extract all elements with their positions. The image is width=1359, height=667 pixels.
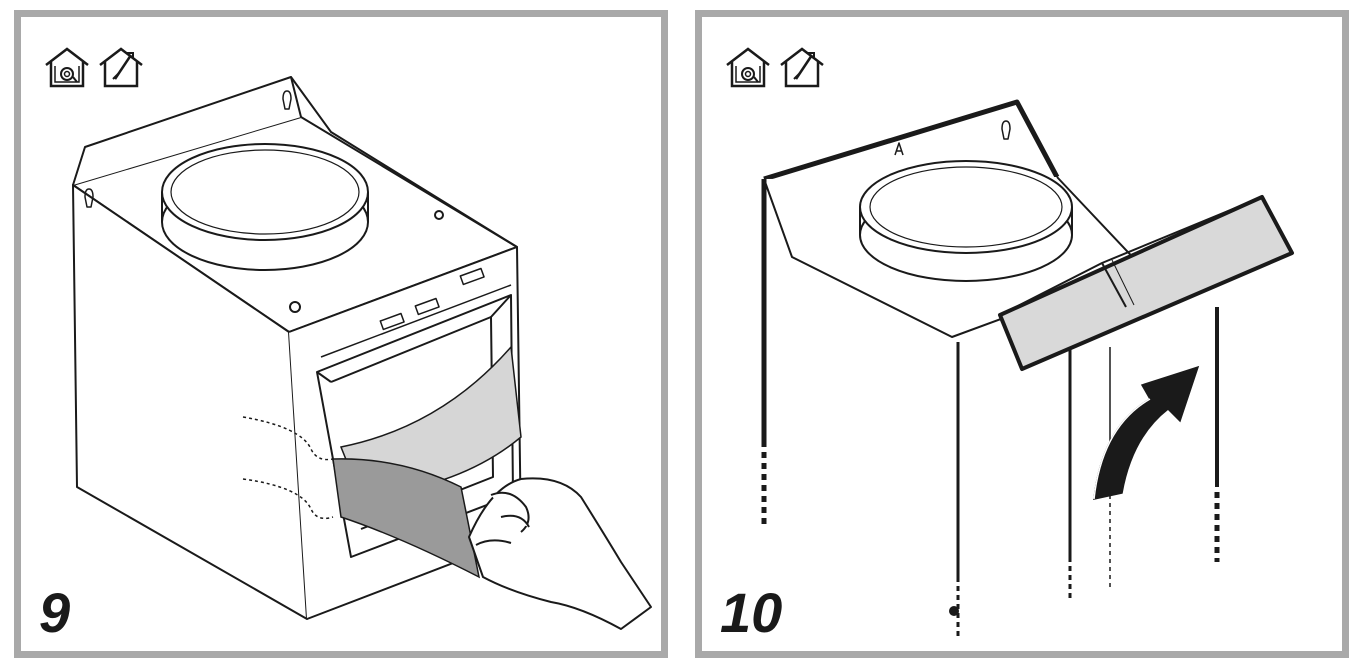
recirculation-mode-icon <box>726 47 770 88</box>
step-number: 9 <box>39 581 71 644</box>
step-9-panel: 9 <box>14 10 668 658</box>
mode-icons <box>724 45 826 89</box>
ducted-mode-icon <box>780 47 824 88</box>
recirculation-mode-icon <box>45 47 89 88</box>
mode-icons <box>43 45 145 89</box>
step-number: 10 <box>720 581 783 644</box>
step-10-panel: 10 <box>695 10 1349 658</box>
hood-lift-illustration <box>761 99 1294 637</box>
ducted-mode-icon <box>99 47 143 88</box>
hood-film-removal-illustration <box>72 76 652 630</box>
